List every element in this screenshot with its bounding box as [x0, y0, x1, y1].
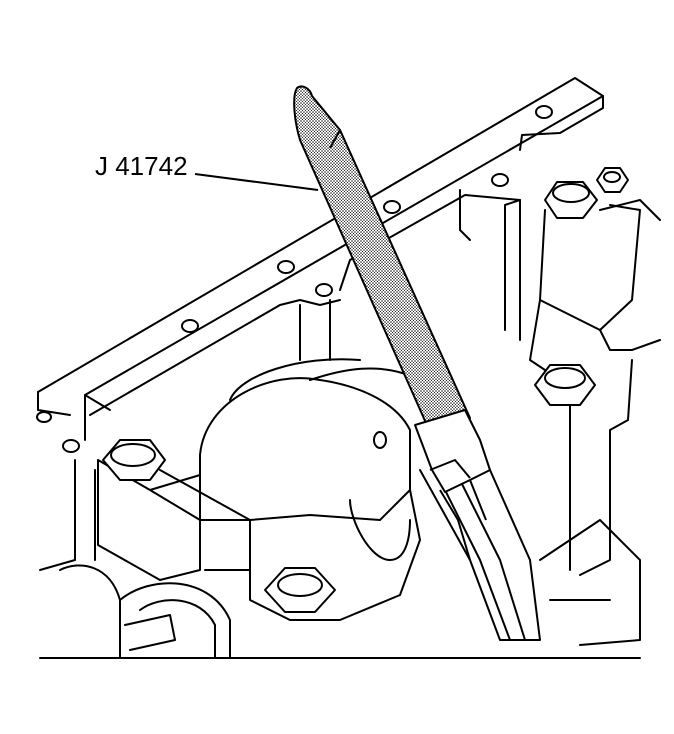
- callout-leader: [194, 173, 319, 191]
- file-handle: [414, 409, 491, 493]
- bolt-2: [264, 567, 336, 613]
- rod-cap: [199, 377, 411, 521]
- crank-journal: [349, 499, 411, 561]
- engine-block: [36, 77, 661, 659]
- bolt-1: [102, 439, 166, 481]
- bolt-5: [596, 167, 629, 193]
- flange-bolt-holes: [36, 105, 553, 453]
- bolt-4: [544, 181, 598, 219]
- tool-callout-label: J 41742: [95, 151, 188, 181]
- file-tool: [293, 85, 491, 561]
- bolt-heads: [102, 167, 629, 613]
- bolt-3: [534, 364, 596, 406]
